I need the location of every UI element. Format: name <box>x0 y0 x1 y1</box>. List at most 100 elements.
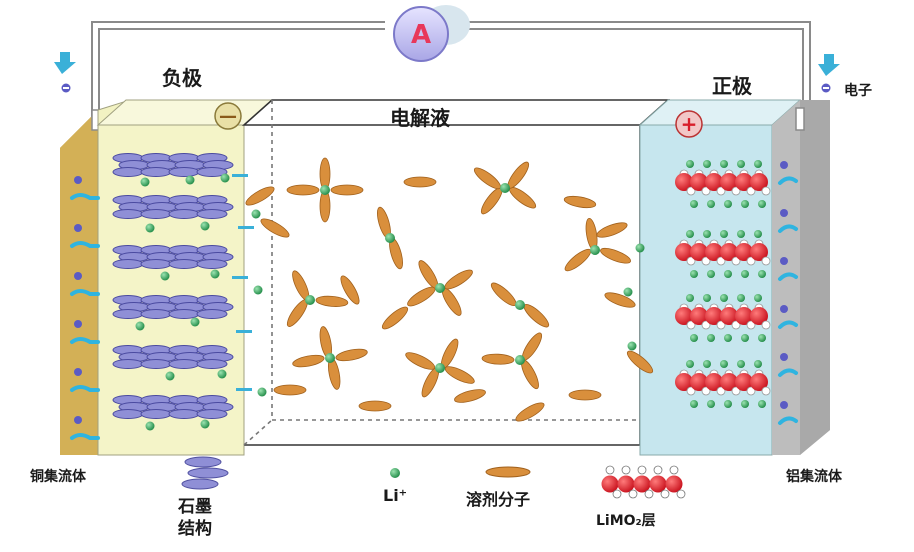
solvated-li-ion <box>490 282 550 328</box>
solvated-lithium-ions <box>245 157 654 422</box>
li-ion <box>690 334 698 342</box>
li-ion <box>515 355 525 365</box>
solvent-molecule <box>596 222 628 238</box>
electron-path <box>70 289 100 296</box>
li-ion <box>724 334 732 342</box>
solvent-molecule <box>515 402 545 422</box>
li-ion <box>758 400 766 408</box>
electron <box>780 161 788 169</box>
electron-flow-arrow-right <box>818 54 840 93</box>
electrolyte-label: 电解液 <box>390 106 450 130</box>
electron-path <box>70 193 100 200</box>
electron <box>74 224 82 232</box>
graphite-stack <box>112 195 234 219</box>
li-ion <box>724 270 732 278</box>
li-ion <box>500 183 510 193</box>
li-ion <box>758 270 766 278</box>
electron <box>74 416 82 424</box>
li-ion <box>707 334 715 342</box>
li-ion <box>590 245 600 255</box>
positive-sign-badge: + <box>675 110 703 138</box>
li-ion <box>515 300 525 310</box>
li-ion <box>686 160 694 168</box>
li-ion <box>707 200 715 208</box>
li-ion <box>690 200 698 208</box>
li-ion <box>635 243 645 253</box>
collector-electrons-left <box>70 176 100 440</box>
li-ion <box>305 295 315 305</box>
solvent-label: 溶剂分子 <box>466 490 531 509</box>
electron-path <box>778 224 798 233</box>
li-ion <box>385 233 395 243</box>
legend-limo2-icon <box>601 465 686 499</box>
solvent-molecule <box>454 389 486 403</box>
electron-label: 电子 <box>844 83 872 99</box>
legend-solvent-icon <box>485 466 531 478</box>
li-ion <box>741 270 749 278</box>
negative-sign: — <box>219 106 237 127</box>
graphite-stack <box>112 245 234 269</box>
electron <box>74 320 82 328</box>
electron-path <box>70 337 100 344</box>
solvated-li-ion <box>286 270 349 327</box>
electron-path <box>70 385 100 392</box>
li-ion <box>623 287 633 297</box>
li-ion <box>741 334 749 342</box>
solvated-li-ion <box>405 338 475 398</box>
li-ion <box>720 294 728 302</box>
limo2-layer <box>675 160 771 208</box>
li-ion <box>251 209 261 219</box>
li-ion <box>720 160 728 168</box>
li-ion <box>200 221 210 231</box>
li-ion <box>686 360 694 368</box>
electron <box>74 176 82 184</box>
li-ion <box>686 294 694 302</box>
li-ion <box>741 200 749 208</box>
solvent-molecule <box>260 218 290 238</box>
solvent-molecule <box>245 186 275 206</box>
li-ion <box>754 160 762 168</box>
li-ion <box>720 360 728 368</box>
li-ion <box>737 160 745 168</box>
negative-electrode-label: 负极 <box>162 66 202 90</box>
positive-sign: + <box>681 112 698 136</box>
ammeter-symbol: A <box>411 20 431 50</box>
solvent-molecule <box>568 389 602 401</box>
li-ion <box>703 230 711 238</box>
electron-path <box>778 320 798 329</box>
legend-graphite-icon <box>181 456 229 490</box>
graphite-stack <box>112 345 234 369</box>
electron-path <box>778 272 798 281</box>
graphite-label-line2: 结构 <box>178 519 212 539</box>
electron <box>780 353 788 361</box>
li-ion <box>754 294 762 302</box>
solvent-molecule <box>403 176 437 188</box>
graphite-stack <box>112 153 234 177</box>
li-ion <box>720 230 728 238</box>
electron-path <box>70 433 100 440</box>
li-ion <box>257 387 267 397</box>
solvated-li-ion <box>407 260 473 316</box>
li-ion <box>185 175 195 185</box>
li-ion <box>703 360 711 368</box>
li-ion <box>220 173 230 183</box>
li-ion <box>165 371 175 381</box>
solvated-li-ion <box>286 157 364 223</box>
positive-electrode-label: 正极 <box>712 74 752 98</box>
li-ion <box>435 363 445 373</box>
electron-path <box>778 176 798 185</box>
li-ion <box>686 230 694 238</box>
limo2-layer <box>675 360 771 408</box>
li-ion <box>737 230 745 238</box>
electron <box>780 305 788 313</box>
solvent-molecule <box>381 306 409 330</box>
li-ion <box>200 419 210 429</box>
li-ion-label: Li⁺ <box>383 486 408 505</box>
electron-flow-arrow-left <box>54 52 76 93</box>
li-ion <box>758 334 766 342</box>
electron-path <box>778 416 798 425</box>
solvated-li-ion <box>377 206 403 270</box>
copper-collector-label: 铜集流体 <box>30 469 86 485</box>
limo2-layer <box>675 294 771 342</box>
